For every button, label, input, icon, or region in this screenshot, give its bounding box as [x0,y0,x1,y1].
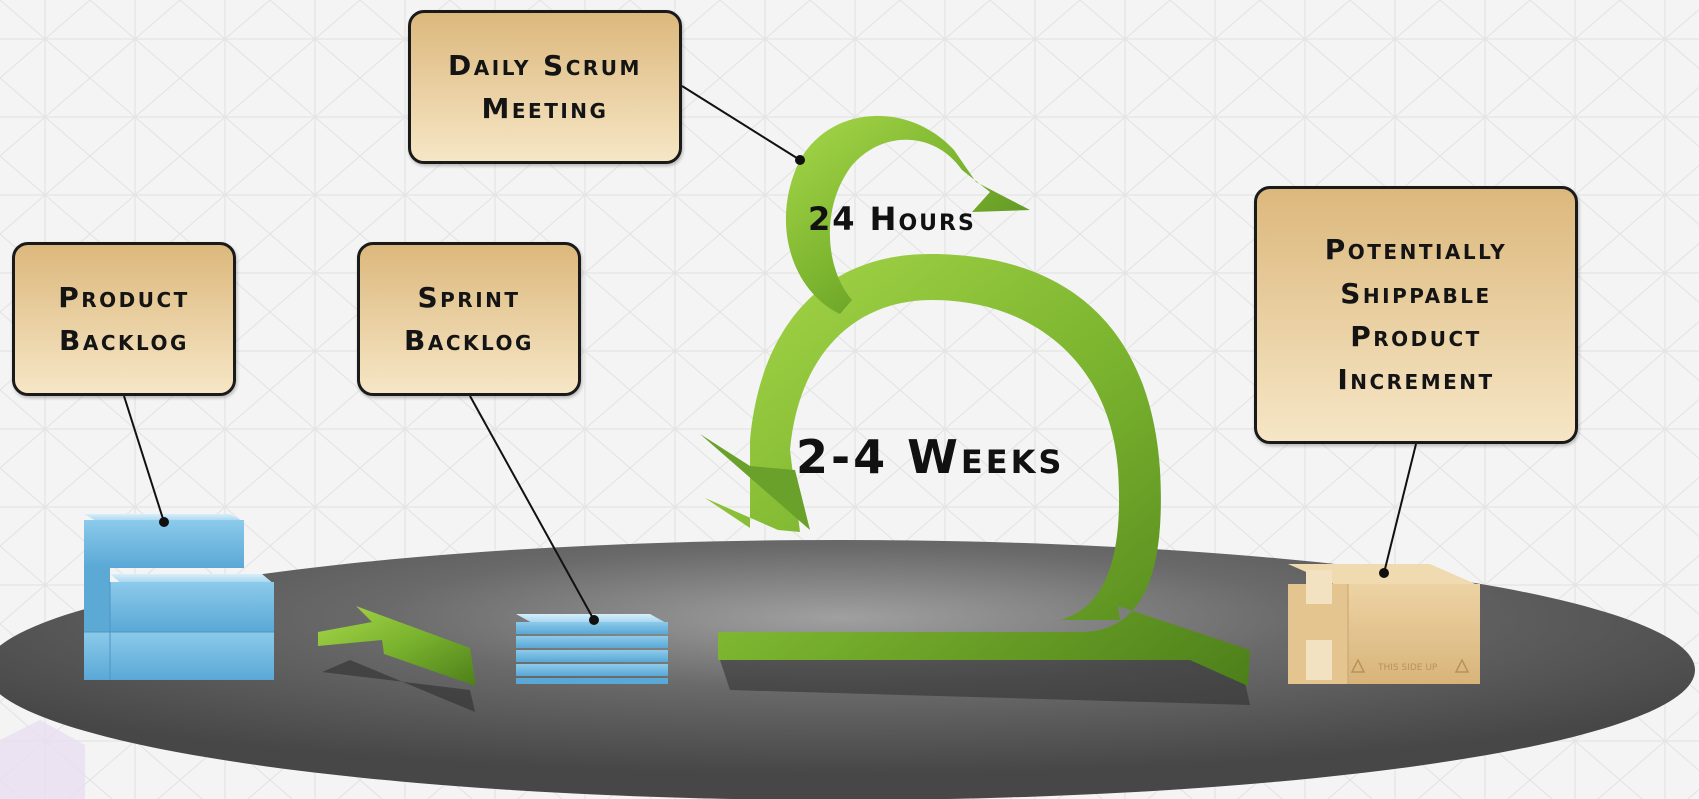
sprint-loop-arrow [700,254,1250,705]
callout-line: Increment [1337,363,1495,397]
leader-lines [123,85,1417,625]
product-backlog-blocks [84,514,274,680]
callout-line: Backlog [59,324,189,357]
backlog-to-sprint-arrow [318,606,476,712]
daily-scrum-callout: Daily Scrum Meeting [408,10,682,164]
callout-line: Shippable [1340,276,1492,310]
callout-line: Product [1350,320,1482,353]
daily-loop-label: 24 Hours [808,200,976,238]
corner-decoration [0,720,85,799]
product-backlog-callout: Product Backlog [12,242,236,396]
callout-line: Potentially [1324,233,1508,267]
daily-loop-arrow [785,115,1030,314]
box-stamp: THIS SIDE UP [1378,663,1438,673]
increment-box [1288,564,1480,684]
callout-line: Daily Scrum [448,48,642,82]
callout-line: Product [58,280,190,314]
callout-line: Backlog [404,324,534,357]
sprint-backlog-callout: Sprint Backlog [357,242,581,396]
callout-line: Sprint [417,280,521,314]
increment-callout: Potentially Shippable Product Increment [1254,186,1578,444]
sprint-backlog-stack [516,614,668,684]
callout-line: Meeting [481,92,609,125]
sprint-loop-label: 2-4 Weeks [796,430,1065,484]
